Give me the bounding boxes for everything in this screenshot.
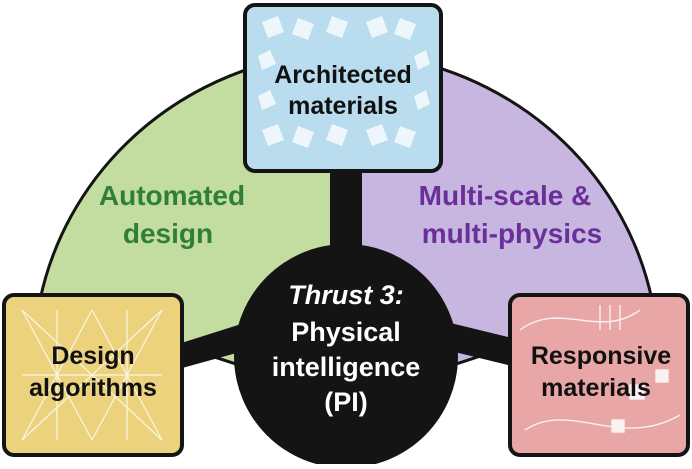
multi-scale-label-line-1: Multi-scale & xyxy=(419,180,592,211)
multi-scale-label-line-2: multi-physics xyxy=(422,218,602,249)
center-circle xyxy=(234,244,458,468)
center-line-3: (PI) xyxy=(324,387,368,417)
center-line-2: intelligence xyxy=(272,352,421,382)
automated-design-label-line-1: Automated xyxy=(99,180,245,211)
design-algorithms-line-1: Design xyxy=(51,342,134,370)
center-italic-title: Thrust 3: xyxy=(288,280,404,310)
tiled-lattice-icon xyxy=(258,16,430,148)
responsive-swirl-icon xyxy=(519,305,681,433)
architected-materials-line-2: materials xyxy=(288,92,398,120)
neural-network-icon xyxy=(21,309,163,441)
automated-design-label-line-2: design xyxy=(123,218,213,249)
responsive-materials-line-2: materials xyxy=(541,374,651,402)
architected-materials-line-1: Architected xyxy=(274,61,412,89)
architected-materials-box: Architected materials xyxy=(243,3,443,173)
design-algorithms-box: Design algorithms xyxy=(2,293,184,457)
responsive-materials-line-1: Responsive xyxy=(531,342,671,370)
design-algorithms-line-2: algorithms xyxy=(29,374,157,402)
responsive-materials-box: Responsive materials xyxy=(508,293,690,457)
center-line-1: Physical xyxy=(291,317,401,347)
